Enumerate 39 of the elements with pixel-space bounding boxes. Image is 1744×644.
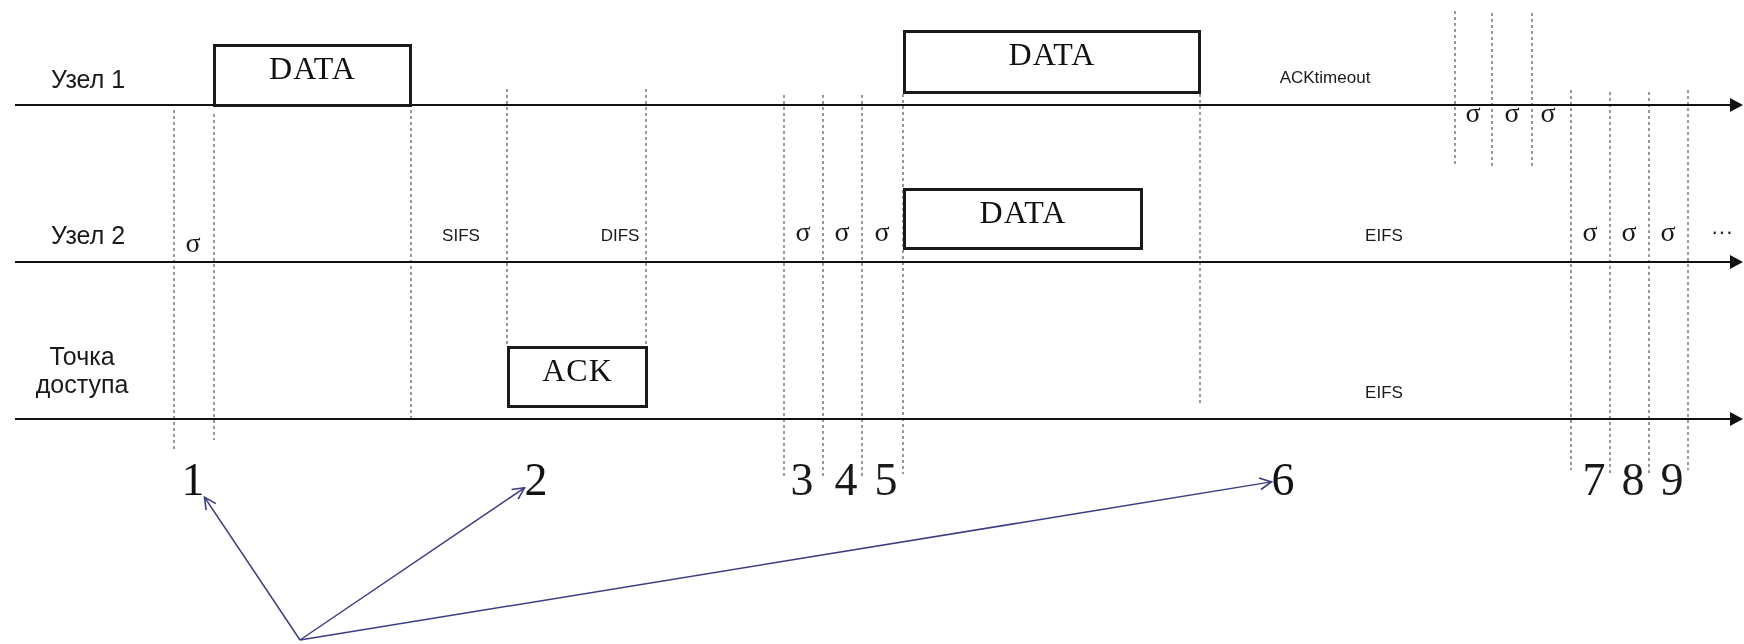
frame-label: ACK — [542, 353, 613, 389]
frame-box — [903, 30, 1201, 94]
slot-label: σ — [1504, 97, 1520, 129]
ellipsis: ··· — [1711, 219, 1733, 245]
interval-label: EIFS — [1365, 226, 1403, 246]
callout-number: 7 — [1582, 454, 1606, 506]
slot-label: σ — [874, 216, 890, 248]
callout-number: 1 — [181, 457, 205, 503]
frame-label: DATA — [1008, 37, 1096, 73]
frame-box — [507, 346, 648, 408]
callout-number: 9 — [1660, 454, 1684, 506]
arrow — [203, 496, 301, 641]
arrow — [299, 477, 1273, 641]
frame-label: DATA — [979, 195, 1067, 231]
slot-label: σ — [795, 216, 811, 248]
callout-number: 6 — [1271, 457, 1295, 503]
interval-label: DIFS — [600, 226, 640, 246]
row-label: Узел 1 — [50, 66, 126, 94]
slot-label: σ — [1540, 97, 1556, 129]
slot-label: σ — [1660, 216, 1676, 248]
slot-label: σ — [185, 227, 201, 259]
frame-label: DATA — [269, 51, 356, 87]
slot-label: σ — [834, 216, 850, 248]
row-label: Узел 2 — [50, 222, 126, 250]
frame-box — [213, 44, 412, 107]
slot-label: σ — [1621, 216, 1637, 248]
callout-number: 8 — [1621, 454, 1645, 506]
callout-number: 3 — [790, 454, 814, 506]
callout-number: 5 — [874, 454, 898, 506]
interval-label: ACKtimeout — [1279, 68, 1371, 88]
slot-label: σ — [1582, 216, 1598, 248]
interval-label: EIFS — [1365, 383, 1403, 403]
interval-label: SIFS — [442, 226, 480, 246]
callout-number: 4 — [834, 454, 858, 506]
slot-label: σ — [1465, 97, 1481, 129]
frame-box — [903, 188, 1143, 250]
row-label: Точка доступа — [34, 342, 130, 398]
callout-number: 2 — [524, 457, 548, 503]
arrow — [299, 487, 526, 641]
